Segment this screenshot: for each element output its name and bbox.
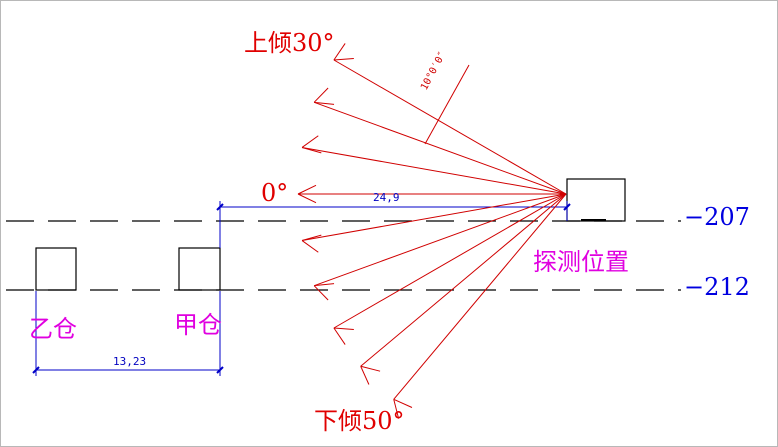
level-212-label: −212 xyxy=(684,273,750,301)
up-tilt-label: 上倾30° xyxy=(244,29,335,57)
down-tilt-label: 下倾50° xyxy=(314,407,405,435)
probe-position-label: 探测位置 xyxy=(533,248,629,276)
ray-arrow xyxy=(301,135,567,195)
spacing-dimension-text: 13,23 xyxy=(113,355,147,368)
angle-dim-line xyxy=(424,64,470,145)
warehouse-a-label: 甲仓 xyxy=(174,311,222,339)
probe-box xyxy=(566,178,626,222)
ray-arrow xyxy=(301,193,567,253)
warehouse-b-label: 乙仓 xyxy=(29,315,77,343)
ray-arrow xyxy=(393,193,567,419)
level-207-label: −207 xyxy=(684,203,750,231)
ray-arrow xyxy=(313,193,567,301)
dim-tick xyxy=(563,203,571,211)
ray-arrow xyxy=(333,193,567,345)
ray-arrow xyxy=(333,43,567,195)
ray-arrow xyxy=(360,193,567,385)
warehouse-a-box xyxy=(178,247,221,291)
dim-tick xyxy=(216,203,224,211)
ray-group xyxy=(297,43,567,419)
ray-arrow xyxy=(297,184,566,204)
distance-dimension-text: 24,9 xyxy=(373,191,400,204)
dim-tick xyxy=(32,366,40,374)
ray-arrow xyxy=(313,87,567,195)
warehouse-b-box xyxy=(35,247,77,291)
zero-angle-label: 0° xyxy=(261,179,289,207)
dim-tick xyxy=(216,366,224,374)
